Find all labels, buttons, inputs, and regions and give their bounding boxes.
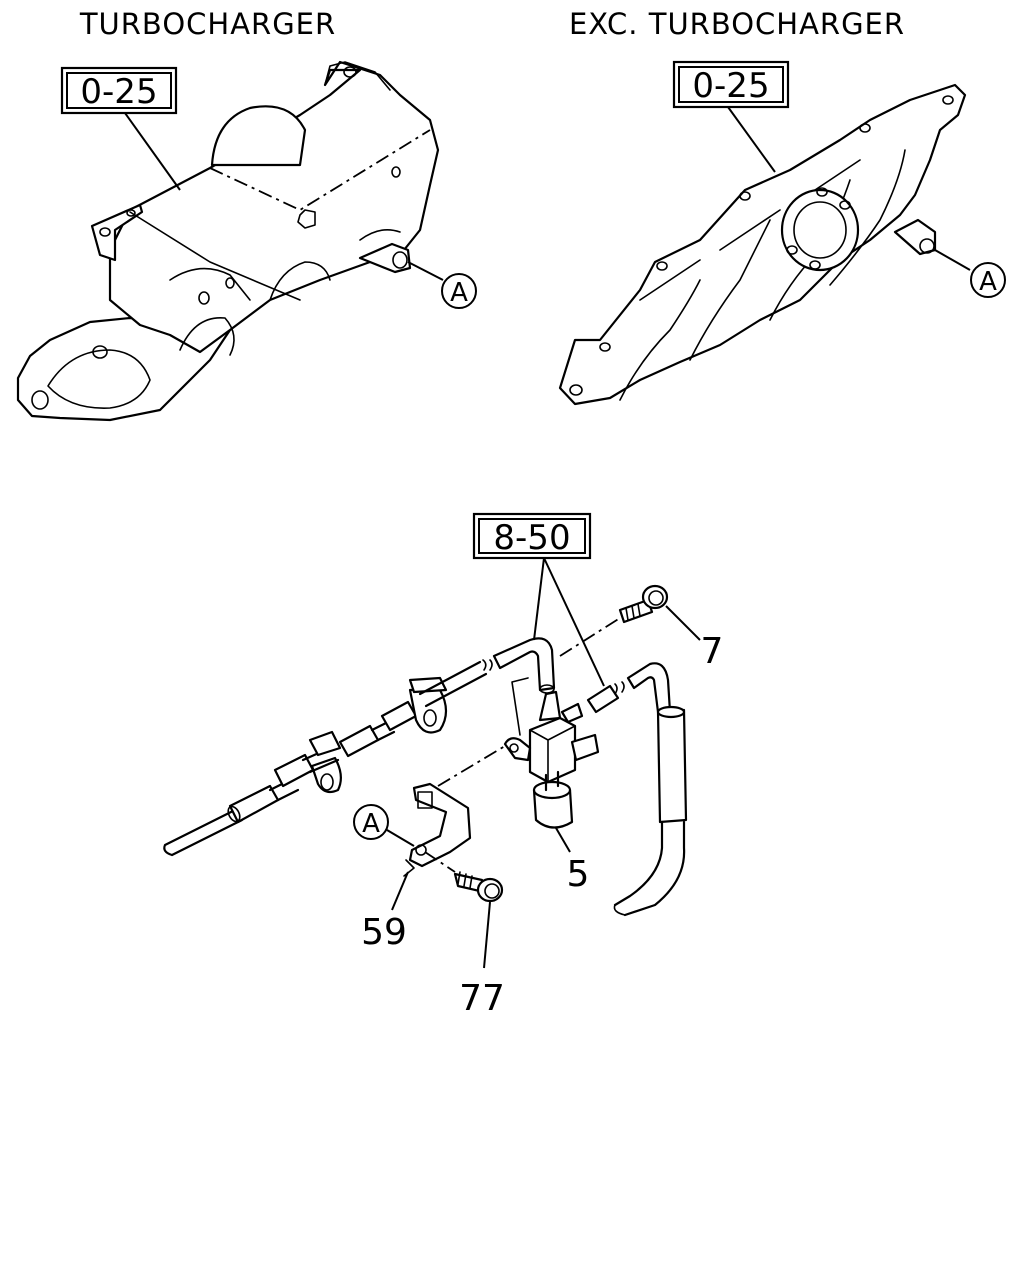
- centerline-bolt7: [559, 617, 621, 657]
- leader-bolt7: [665, 605, 701, 641]
- exhaust-manifold: [558, 83, 967, 406]
- marker-a-left-label: A: [450, 278, 468, 308]
- leader-right-manifold: [727, 106, 776, 173]
- vacuum-hose-assembly: [163, 584, 688, 917]
- ref-label-right: 0-25: [692, 66, 769, 106]
- leader-hoses-left: [533, 557, 545, 641]
- ref-box-left: 0-25: [60, 66, 178, 115]
- leader-bolt77: [483, 901, 491, 969]
- marker-a-left: A: [407, 261, 477, 309]
- callout-bolt7: 7: [701, 631, 724, 672]
- ref-label-hoses: 8-50: [493, 518, 570, 558]
- leader-bracket: [391, 871, 409, 911]
- heading-turbocharger: TURBOCHARGER: [79, 7, 336, 41]
- ref-box-hoses: 8-50: [472, 512, 592, 560]
- leader-solenoid: [555, 827, 571, 853]
- marker-a-right-label: A: [979, 267, 997, 297]
- ref-label-left: 0-25: [80, 72, 157, 112]
- turbo-exhaust-manifold: [16, 60, 440, 422]
- callout-solenoid: 5: [567, 854, 590, 895]
- heading-exc-turbocharger: EXC. TURBOCHARGER: [569, 7, 905, 41]
- leader-hoses-right: [543, 557, 605, 687]
- ref-box-right: 0-25: [672, 60, 790, 109]
- marker-a-bracket-label: A: [362, 809, 380, 839]
- centerline-bolt77: [424, 851, 456, 873]
- marker-a-right: A: [934, 249, 1006, 298]
- centerline-bracket: [437, 745, 506, 787]
- leader-left-manifold: [124, 112, 181, 191]
- marker-a-bracket: A: [353, 804, 415, 847]
- callout-bracket: 59: [361, 912, 407, 953]
- callout-bolt77: 77: [459, 978, 505, 1019]
